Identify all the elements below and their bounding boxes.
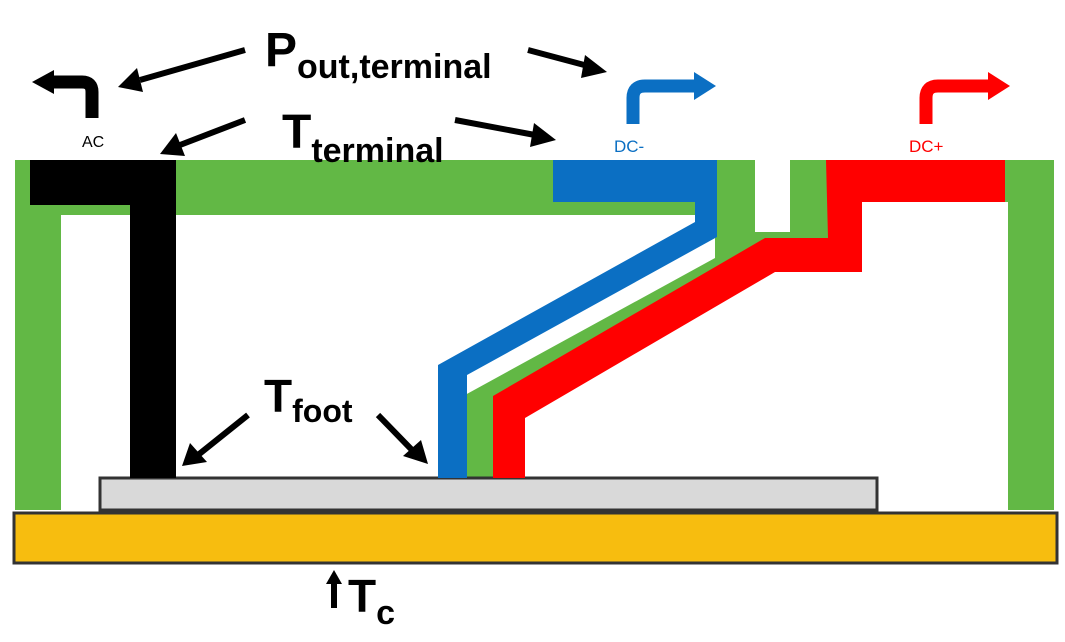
- pout-label-sub: out,terminal: [297, 48, 492, 86]
- tfoot-label-sub: foot: [292, 393, 353, 429]
- pointer-arrows: [118, 47, 607, 608]
- arrow-pout-to-dc: [527, 47, 607, 78]
- baseplate: [12, 511, 1059, 565]
- arrow-tfoot-to-dc: [375, 412, 428, 464]
- arrow-tterminal-to-dc: [454, 117, 556, 147]
- dc-plus-label: DC+: [909, 137, 944, 156]
- tfoot-label-main: T: [264, 370, 292, 422]
- ac-output-arrow: [32, 70, 99, 118]
- terminal-gap: [757, 160, 789, 226]
- pout-label-main: P: [265, 24, 297, 77]
- dc-minus-terminal: [438, 160, 717, 478]
- tc-label: Tc: [348, 570, 395, 632]
- dc-plus-output-arrow: [919, 72, 1010, 124]
- dc-minus-output-arrow: [626, 72, 716, 124]
- tterminal-label-main: T: [282, 106, 311, 159]
- tc-label-main: T: [348, 570, 376, 622]
- arrow-tc: [326, 570, 342, 608]
- arrow-tfoot-to-ac: [182, 412, 250, 466]
- tc-label-sub: c: [376, 594, 395, 632]
- dc-plus-terminal: [493, 160, 1005, 478]
- tterminal-label: Tterminal: [282, 106, 444, 170]
- ac-label: AC: [82, 134, 104, 151]
- arrow-pout-to-ac: [118, 47, 246, 92]
- tfoot-label: Tfoot: [264, 370, 353, 429]
- pout-label: Pout,terminal: [265, 24, 492, 86]
- tterminal-label-sub: terminal: [311, 132, 443, 170]
- dc-minus-label: DC-: [614, 137, 644, 156]
- substrate: [98, 476, 879, 512]
- ac-terminal: [30, 160, 176, 478]
- arrow-tterminal-to-ac: [160, 117, 247, 156]
